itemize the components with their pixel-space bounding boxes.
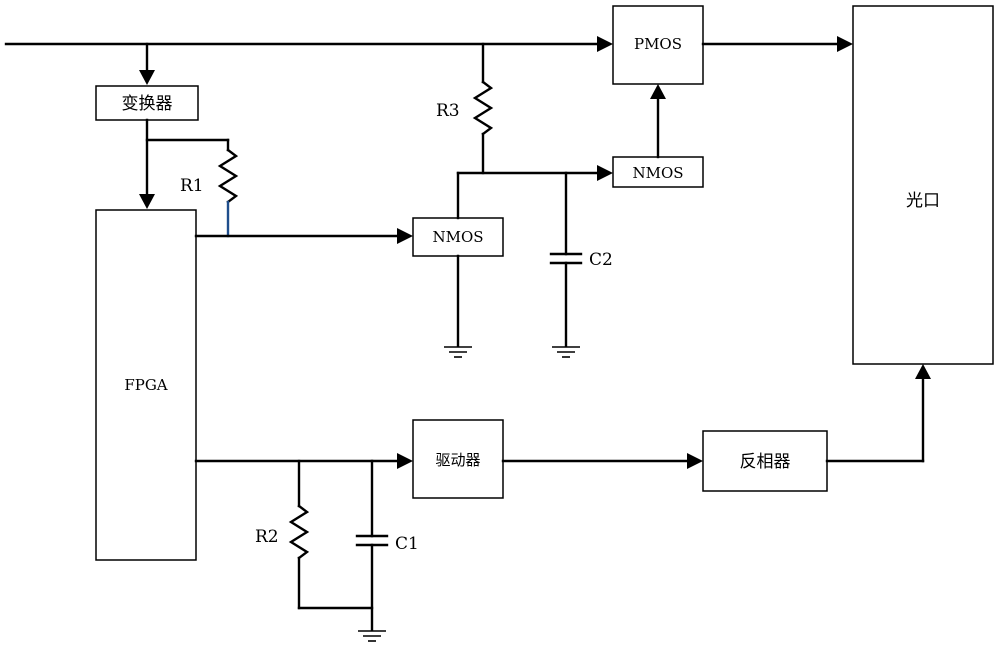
inverter-block: 反相器 xyxy=(702,430,828,492)
driver-block: 驱动器 xyxy=(412,419,504,499)
r2-label: R2 xyxy=(255,527,279,547)
nmos-to-pmos-wire xyxy=(650,84,666,159)
fpga-to-driver-wire xyxy=(194,453,413,469)
converter-to-fpga-wire xyxy=(139,118,155,209)
c1-label: C1 xyxy=(395,534,419,554)
inverter-to-port-wire xyxy=(825,364,931,463)
nmos-upper-block: NMOS xyxy=(612,156,704,188)
inverter-label: 反相器 xyxy=(740,452,791,472)
r1-label: R1 xyxy=(180,176,204,196)
r3-label: R3 xyxy=(436,101,460,121)
r3-resistor: R3 xyxy=(436,42,494,175)
nmos-lower-block: NMOS xyxy=(412,217,504,257)
r2-resistor: R2 xyxy=(255,459,374,610)
driver-to-inverter-wire xyxy=(501,453,703,469)
fpga-to-nmos-wire xyxy=(194,228,413,244)
supply-to-converter-wire xyxy=(139,42,155,85)
c2-capacitor: C2 xyxy=(549,171,613,358)
pmos-to-port-wire xyxy=(701,36,853,52)
converter-label: 变换器 xyxy=(122,94,173,114)
nmos-lower-ground xyxy=(444,254,472,358)
optical-port-label: 光口 xyxy=(906,191,940,211)
nmos-upper-label: NMOS xyxy=(632,164,683,182)
c2-label: C2 xyxy=(589,250,613,270)
r1-resistor: R1 xyxy=(145,138,239,238)
pmos-block: PMOS xyxy=(612,5,704,85)
gate-node-wire xyxy=(456,165,613,220)
c1-capacitor: C1 xyxy=(355,459,419,642)
fpga-label: FPGA xyxy=(124,376,167,394)
fpga-block: FPGA xyxy=(95,209,197,561)
supply-line xyxy=(4,36,613,52)
nmos-lower-label: NMOS xyxy=(432,228,483,246)
driver-label: 驱动器 xyxy=(435,451,480,469)
converter-block: 变换器 xyxy=(95,85,199,121)
optical-port-block: 光口 xyxy=(852,5,994,365)
pmos-label: PMOS xyxy=(634,35,682,53)
